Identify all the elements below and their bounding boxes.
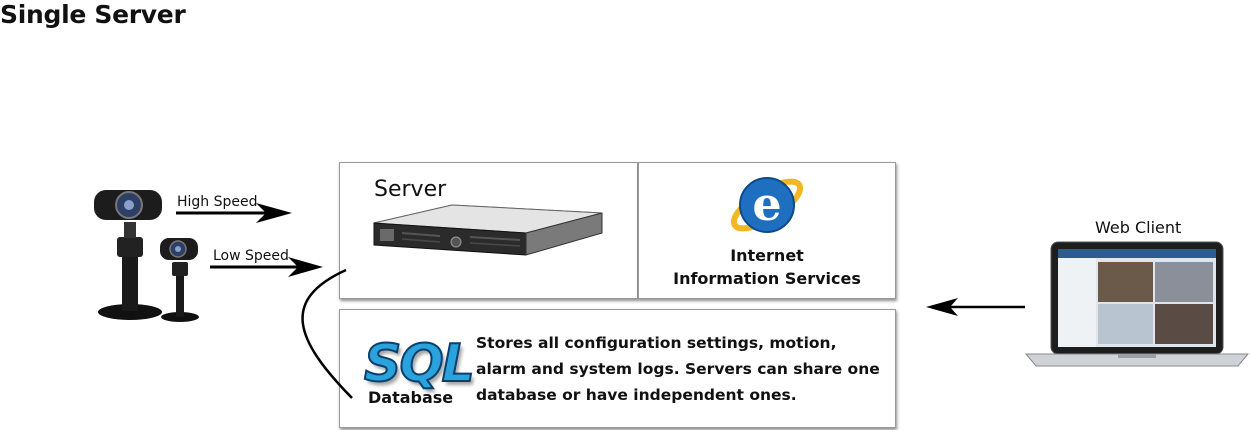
laptop-icon — [1026, 242, 1248, 366]
database-connector — [303, 270, 352, 398]
camera-icon — [160, 238, 199, 322]
arrow-icon — [176, 203, 292, 223]
arrow-icon — [926, 298, 1025, 316]
arrow-icon — [210, 257, 323, 277]
camera-icon — [94, 190, 162, 320]
